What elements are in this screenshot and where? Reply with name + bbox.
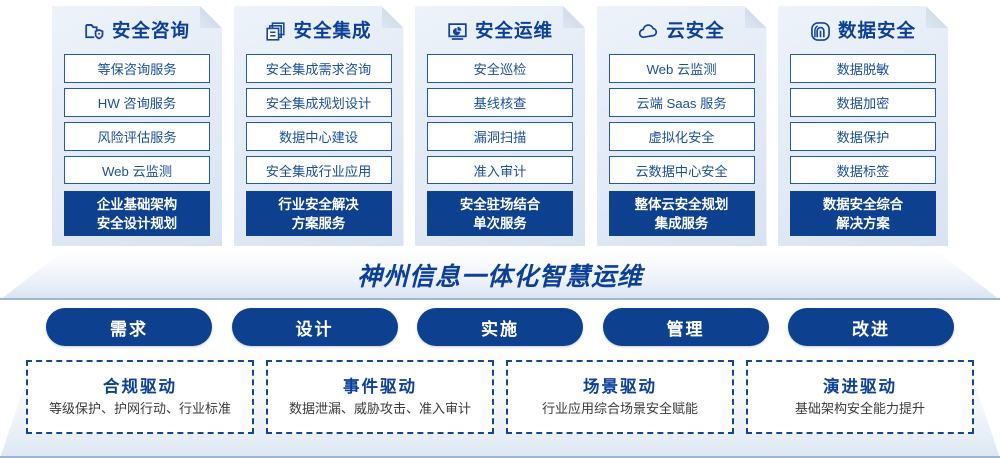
pillar-highlight-line2: 单次服务 bbox=[473, 215, 527, 231]
pillar-highlight[interactable]: 安全驻场结合 单次服务 bbox=[427, 191, 573, 236]
drivers-section: 合规驱动 等级保护、护网行动、行业标准 事件驱动 数据泄漏、威胁攻击、准入审计 … bbox=[0, 352, 1000, 458]
driver-card-evolution[interactable]: 演进驱动 基础架构安全能力提升 bbox=[746, 360, 974, 434]
pillar-highlight[interactable]: 企业基础架构 安全设计规划 bbox=[64, 191, 210, 236]
pillar-header: 安全运维 bbox=[427, 14, 573, 49]
pillar-highlight[interactable]: 行业安全解决 方案服务 bbox=[246, 191, 392, 236]
driver-subtitle: 等级保护、护网行动、行业标准 bbox=[48, 401, 231, 417]
driver-card-scenario[interactable]: 场景驱动 行业应用综合场景安全赋能 bbox=[506, 360, 734, 434]
monitor-pie-icon bbox=[447, 21, 468, 42]
process-step-requirement[interactable]: 需求 bbox=[46, 308, 212, 346]
process-step-improvement[interactable]: 改进 bbox=[788, 308, 954, 346]
pillar-highlight-line1: 整体云安全规划 bbox=[634, 196, 729, 212]
pillar-item[interactable]: 数据标签 bbox=[790, 156, 936, 185]
driver-card-incident[interactable]: 事件驱动 数据泄漏、威胁攻击、准入审计 bbox=[266, 360, 494, 434]
pillar-item[interactable]: 准入审计 bbox=[427, 156, 573, 185]
pillar-item[interactable]: 虚拟化安全 bbox=[609, 122, 755, 151]
pillar-item[interactable]: 数据脱敏 bbox=[790, 54, 936, 83]
pillar-item[interactable]: 等保咨询服务 bbox=[64, 54, 210, 83]
pillar-header: 云安全 bbox=[609, 14, 755, 49]
pillar-highlight-line1: 企业基础架构 bbox=[96, 196, 178, 212]
pillar-item[interactable]: 安全集成行业应用 bbox=[246, 156, 392, 185]
driver-title: 演进驱动 bbox=[823, 377, 897, 396]
platform-banner: 神州信息一体化智慧运维 bbox=[0, 252, 1000, 300]
process-steps: 需求 设计 实施 管理 改进 bbox=[0, 308, 1000, 348]
banner-title: 神州信息一体化智慧运维 bbox=[356, 262, 643, 291]
fingerprint-icon bbox=[810, 21, 831, 42]
driver-title: 合规驱动 bbox=[103, 377, 177, 396]
driver-title: 事件驱动 bbox=[343, 377, 417, 396]
pillar-card-cloud-security[interactable]: 云安全 Web 云监测 云端 Saas 服务 虚拟化安全 云数据中心安全 整体云… bbox=[597, 6, 767, 246]
folder-shield-icon bbox=[84, 21, 105, 42]
pillar-highlight-line2: 解决方案 bbox=[836, 215, 890, 231]
pillar-highlight-line2: 集成服务 bbox=[654, 215, 709, 231]
pillar-highlight[interactable]: 整体云安全规划 集成服务 bbox=[609, 191, 755, 236]
pillar-card-security-integration[interactable]: 安全集成 安全集成需求咨询 安全集成规划设计 数据中心建设 安全集成行业应用 行… bbox=[234, 6, 404, 246]
pillar-item[interactable]: 风险评估服务 bbox=[64, 122, 210, 151]
process-step-management[interactable]: 管理 bbox=[602, 308, 769, 346]
pillar-highlight-line1: 行业安全解决 bbox=[278, 196, 359, 212]
pillar-item[interactable]: 安全巡检 bbox=[427, 54, 573, 83]
stacked-windows-icon bbox=[265, 21, 286, 42]
pillar-item[interactable]: 基线核查 bbox=[427, 88, 573, 117]
banner-trapezoid bbox=[0, 252, 1000, 300]
pillar-highlight-line1: 数据安全综合 bbox=[822, 196, 904, 212]
drivers-baseline bbox=[0, 456, 1000, 458]
pillar-item[interactable]: 云数据中心安全 bbox=[609, 156, 755, 185]
pillar-header: 数据安全 bbox=[790, 14, 936, 49]
cloud-icon bbox=[638, 21, 659, 42]
pillar-card-security-operations[interactable]: 安全运维 安全巡检 基线核查 漏洞扫描 准入审计 安全驻场结合 单次服务 bbox=[415, 6, 585, 246]
pillar-item[interactable]: 安全集成规划设计 bbox=[246, 88, 392, 117]
pillar-item[interactable]: 云端 Saas 服务 bbox=[609, 88, 755, 117]
pillar-title: 安全咨询 bbox=[111, 20, 190, 42]
driver-card-compliance[interactable]: 合规驱动 等级保护、护网行动、行业标准 bbox=[26, 360, 254, 434]
banner-baseline bbox=[0, 298, 1000, 300]
pillar-item[interactable]: Web 云监测 bbox=[64, 156, 210, 185]
process-step-implementation[interactable]: 实施 bbox=[417, 308, 583, 346]
driver-subtitle: 数据泄漏、威胁攻击、准入审计 bbox=[288, 401, 471, 417]
pillar-title: 安全运维 bbox=[474, 20, 553, 42]
drivers-row: 合规驱动 等级保护、护网行动、行业标准 事件驱动 数据泄漏、威胁攻击、准入审计 … bbox=[0, 352, 1000, 458]
pillar-item[interactable]: Web 云监测 bbox=[609, 54, 755, 83]
pillar-header: 安全咨询 bbox=[64, 14, 210, 49]
pillar-item[interactable]: 数据加密 bbox=[790, 88, 936, 117]
pillar-card-security-consulting[interactable]: 安全咨询 等保咨询服务 HW 咨询服务 风险评估服务 Web 云监测 企业基础架… bbox=[52, 6, 222, 246]
pillar-highlight[interactable]: 数据安全综合 解决方案 bbox=[790, 191, 936, 236]
pillar-item[interactable]: 数据中心建设 bbox=[246, 122, 392, 151]
pillar-header: 安全集成 bbox=[246, 14, 392, 49]
driver-title: 场景驱动 bbox=[583, 377, 657, 396]
pillar-item[interactable]: HW 咨询服务 bbox=[64, 88, 210, 117]
pillar-item[interactable]: 漏洞扫描 bbox=[427, 122, 573, 151]
pillar-columns: 安全咨询 等保咨询服务 HW 咨询服务 风险评估服务 Web 云监测 企业基础架… bbox=[0, 0, 1000, 252]
pillar-title: 安全集成 bbox=[293, 20, 372, 42]
pillar-card-data-security[interactable]: 数据安全 数据脱敏 数据加密 数据保护 数据标签 数据安全综合 解决方案 bbox=[778, 6, 948, 246]
pillar-highlight-line2: 方案服务 bbox=[291, 215, 346, 231]
pillar-title: 数据安全 bbox=[837, 20, 916, 42]
pillar-title: 云安全 bbox=[666, 20, 725, 42]
process-step-design[interactable]: 设计 bbox=[231, 308, 398, 346]
pillar-highlight-line1: 安全驻场结合 bbox=[459, 196, 541, 212]
pillar-highlight-line2: 安全设计规划 bbox=[96, 215, 178, 231]
pillar-item[interactable]: 数据保护 bbox=[790, 122, 936, 151]
driver-subtitle: 行业应用综合场景安全赋能 bbox=[541, 401, 698, 417]
driver-subtitle: 基础架构安全能力提升 bbox=[794, 401, 925, 417]
pillar-item[interactable]: 安全集成需求咨询 bbox=[246, 54, 392, 83]
